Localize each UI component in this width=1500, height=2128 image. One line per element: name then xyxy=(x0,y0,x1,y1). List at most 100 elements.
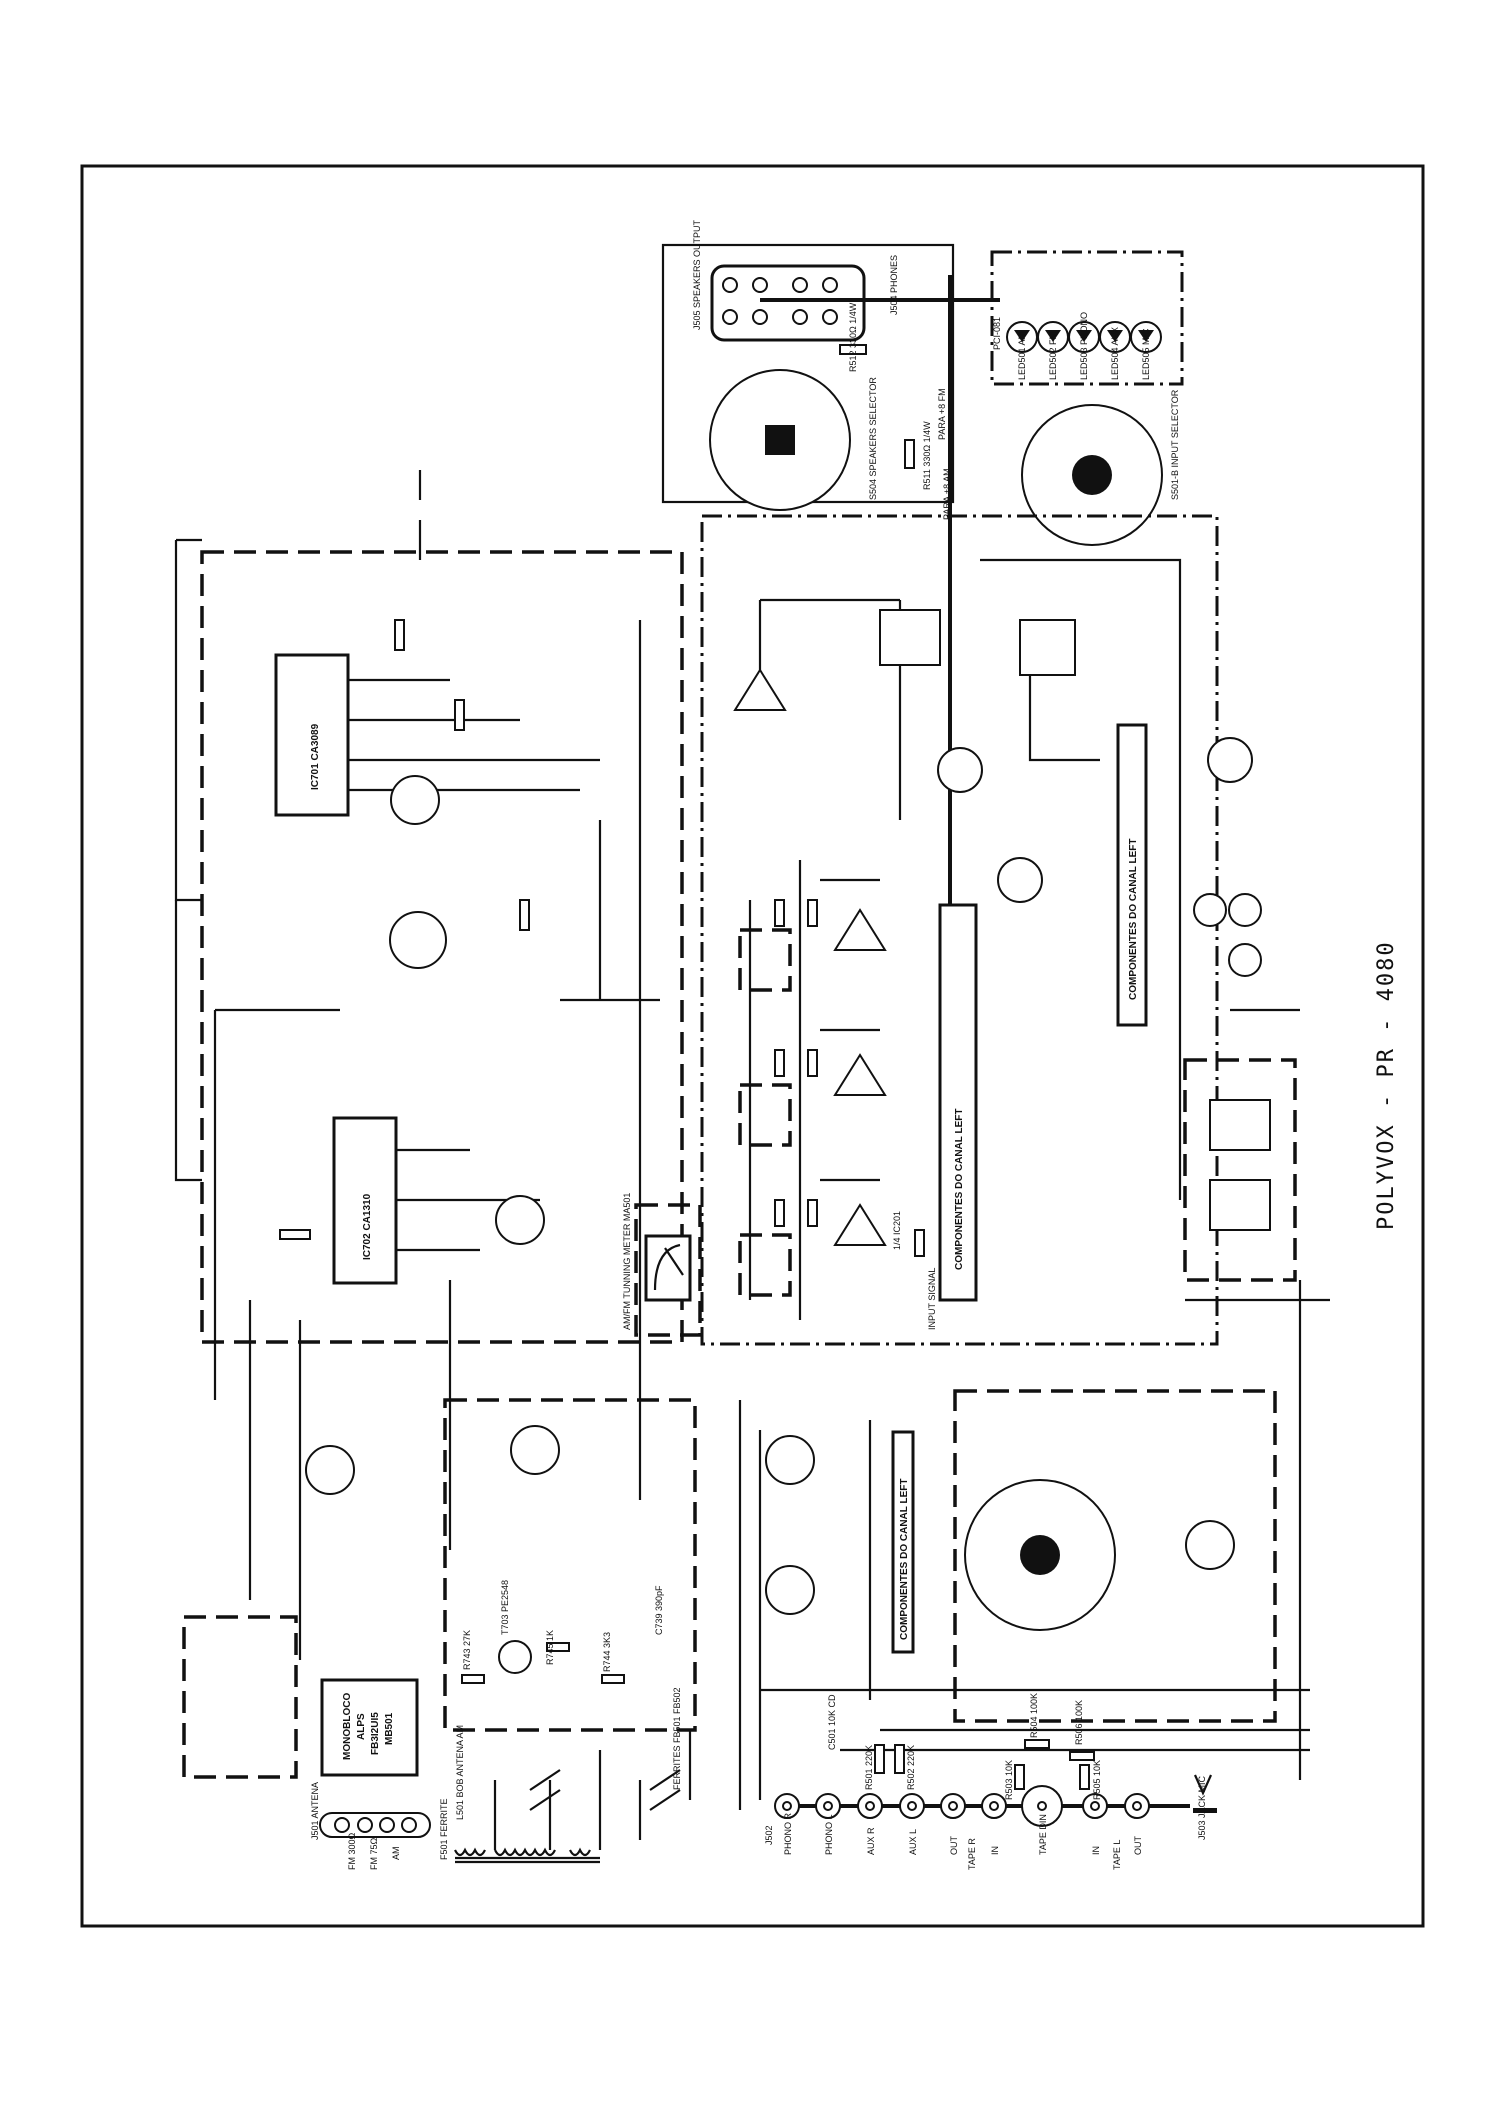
speaker-output-label: J505 SPEAKERS OUTPUT xyxy=(692,219,702,330)
jack-label: PHONO L xyxy=(824,1814,834,1855)
jack-label: IN xyxy=(990,1846,1000,1855)
jack-label: IN xyxy=(1091,1846,1101,1855)
tape-l-group-label: TAPE L xyxy=(1112,1840,1122,1870)
jack-center xyxy=(907,1801,917,1811)
rca-jack[interactable]: PHONO L xyxy=(815,1793,841,1855)
opamp-label: 1/4 IC201 xyxy=(892,1211,902,1250)
r505-label: R505 10K xyxy=(1092,1760,1102,1800)
tape-r-group-label: TAPE R xyxy=(967,1838,977,1870)
jack-center xyxy=(948,1801,958,1811)
antenna-fm75-label: FM 75Ω xyxy=(369,1837,379,1870)
phono-section xyxy=(953,1389,1277,1723)
opamp-1 xyxy=(733,668,787,711)
am-section xyxy=(443,1398,697,1732)
c501-label: C501 10K CD xyxy=(827,1694,837,1750)
opamp-2 xyxy=(833,908,887,951)
tuning-meter-label: AM/FM TUNNING METER MA501 xyxy=(622,1193,632,1330)
antenna-terminal: J501 ANTENA FM 300Ω FM 75Ω AM xyxy=(310,1782,431,1870)
r504-label: R504 100K xyxy=(1029,1693,1039,1738)
led-phono-label: LED503 PHONO xyxy=(1079,312,1089,380)
c739-label: C739 390pF xyxy=(654,1585,664,1635)
r511-label: R511 330Ω 1/4W xyxy=(922,421,932,490)
canal-left-board-2 xyxy=(1116,723,1148,1027)
t703-label: T703 PE2548 xyxy=(500,1580,510,1635)
monobloco-line-1: MONOBLOCO xyxy=(342,1693,353,1760)
power-section xyxy=(1183,1058,1297,1282)
input-signal-label: INPUT SIGNAL xyxy=(927,1268,937,1330)
rca-jack[interactable]: IN xyxy=(1082,1793,1108,1855)
preamp-section xyxy=(700,514,1219,1346)
monobloco-line-4: MB501 xyxy=(384,1712,395,1745)
r745-label: R745 1K xyxy=(545,1630,555,1665)
jack-center xyxy=(1090,1801,1100,1811)
rca-jack[interactable]: IN xyxy=(981,1793,1007,1855)
led-am-label: LED501 AM xyxy=(1017,332,1027,380)
tuning-meter: AM/FM TUNNING METER MA501 xyxy=(622,1193,702,1337)
r503-label: R503 10K xyxy=(1004,1760,1014,1800)
canal-left-label-2: COMPONENTES DO CANAL LEFT xyxy=(1128,839,1139,1000)
rca-jack[interactable]: AUX L xyxy=(899,1793,925,1855)
phones-label: J504 PHONES xyxy=(889,255,899,315)
jack-label: AUX R xyxy=(866,1827,876,1855)
monobloco-line-3: FB3I2UI5 xyxy=(370,1712,381,1755)
r502-label: R502 220K xyxy=(906,1745,916,1790)
power-note-am: PARA +8 AM xyxy=(942,468,952,520)
input-selector-label: S501-B INPUT SELECTOR xyxy=(1170,389,1180,500)
jack-label: OUT xyxy=(1133,1836,1143,1856)
speaker-selector-label: S504 SPEAKERS SELECTOR xyxy=(868,377,878,500)
jack-label: AUX L xyxy=(908,1829,918,1855)
speaker-section: J505 SPEAKERS OUTPUT J504 PHONES S504 SP… xyxy=(661,219,1000,1190)
mic-jack-label: J503 JACK MIC xyxy=(1197,1775,1207,1840)
led-mic-label: LED505 MIC xyxy=(1141,328,1151,380)
power-note-fm: PARA +8 FM xyxy=(937,388,947,440)
r501-label: R501 220K xyxy=(864,1745,874,1790)
jack-id-j502: J502 xyxy=(764,1825,774,1845)
led-fm-label: LED502 FM xyxy=(1048,332,1058,380)
ic702-label: IC702 CA1310 xyxy=(362,1193,373,1260)
schematic-title: POLYVOX - PR - 4080 xyxy=(1374,940,1399,1230)
page-frame xyxy=(80,164,1425,1928)
jack-label: OUT xyxy=(949,1836,959,1856)
canal-left-board-1 xyxy=(938,903,978,1302)
tone-stages: 1/4 IC201 xyxy=(733,558,1253,1320)
bob-antena-label: L501 BOB ANTENA AM xyxy=(455,1725,465,1820)
ferrite-label: F501 FERRITE xyxy=(439,1798,449,1860)
rca-jack[interactable]: TAPE DIN xyxy=(1021,1785,1063,1855)
rear-jacks: PHONO R PHONO L AUX R AUX L OUT IN TAPE DIN IN O… xyxy=(764,1693,1217,1870)
r512-label: R512 330Ω 1/4W xyxy=(848,302,858,372)
led-aux-label: LED504 AUX xyxy=(1110,327,1120,380)
transistor-t703 xyxy=(498,1640,532,1674)
ic701-label: IC701 CA3089 xyxy=(310,723,321,790)
jack-label: PHONO R xyxy=(783,1812,793,1855)
fm-frontend xyxy=(182,1615,298,1779)
rca-jack[interactable]: OUT xyxy=(940,1793,966,1856)
r506-label: R506 100K xyxy=(1074,1700,1084,1745)
jack-center xyxy=(865,1801,875,1811)
rca-jack[interactable]: AUX R xyxy=(857,1793,883,1855)
led-board-label: PCI-081 xyxy=(992,317,1002,350)
tuner-section xyxy=(200,550,684,1344)
jack-label: TAPE DIN xyxy=(1038,1814,1048,1855)
jack-center xyxy=(782,1801,792,1811)
r744-label: R744 3K3 xyxy=(602,1632,612,1672)
jack-center xyxy=(1132,1801,1142,1811)
antenna-am-label: AM xyxy=(391,1847,401,1861)
rca-jack[interactable]: PHONO R xyxy=(774,1793,800,1855)
opamp-3 xyxy=(833,1053,887,1096)
canal-left-board-3 xyxy=(891,1430,915,1654)
ic701 xyxy=(274,653,350,817)
led-board: PCI-081 LED501 AM LED502 FM LED503 PHONO… xyxy=(937,250,1184,546)
canal-left-label-3: COMPONENTES DO CANAL LEFT xyxy=(899,1479,910,1640)
monobloco: MONOBLOCO ALPS FB3I2UI5 MB501 xyxy=(320,1678,419,1777)
monobloco-line-2: ALPS xyxy=(356,1713,367,1740)
opamp-4 xyxy=(833,1203,887,1246)
jack-center xyxy=(823,1801,833,1811)
jack-center xyxy=(1037,1801,1047,1811)
jack-center xyxy=(989,1801,999,1811)
ic702 xyxy=(332,1116,398,1285)
r743-label: R743 27K xyxy=(462,1630,472,1670)
rca-jack[interactable]: OUT xyxy=(1124,1793,1150,1856)
canal-left-label-1: COMPONENTES DO CANAL LEFT xyxy=(954,1109,965,1270)
antenna-fm300-label: FM 300Ω xyxy=(347,1832,357,1870)
